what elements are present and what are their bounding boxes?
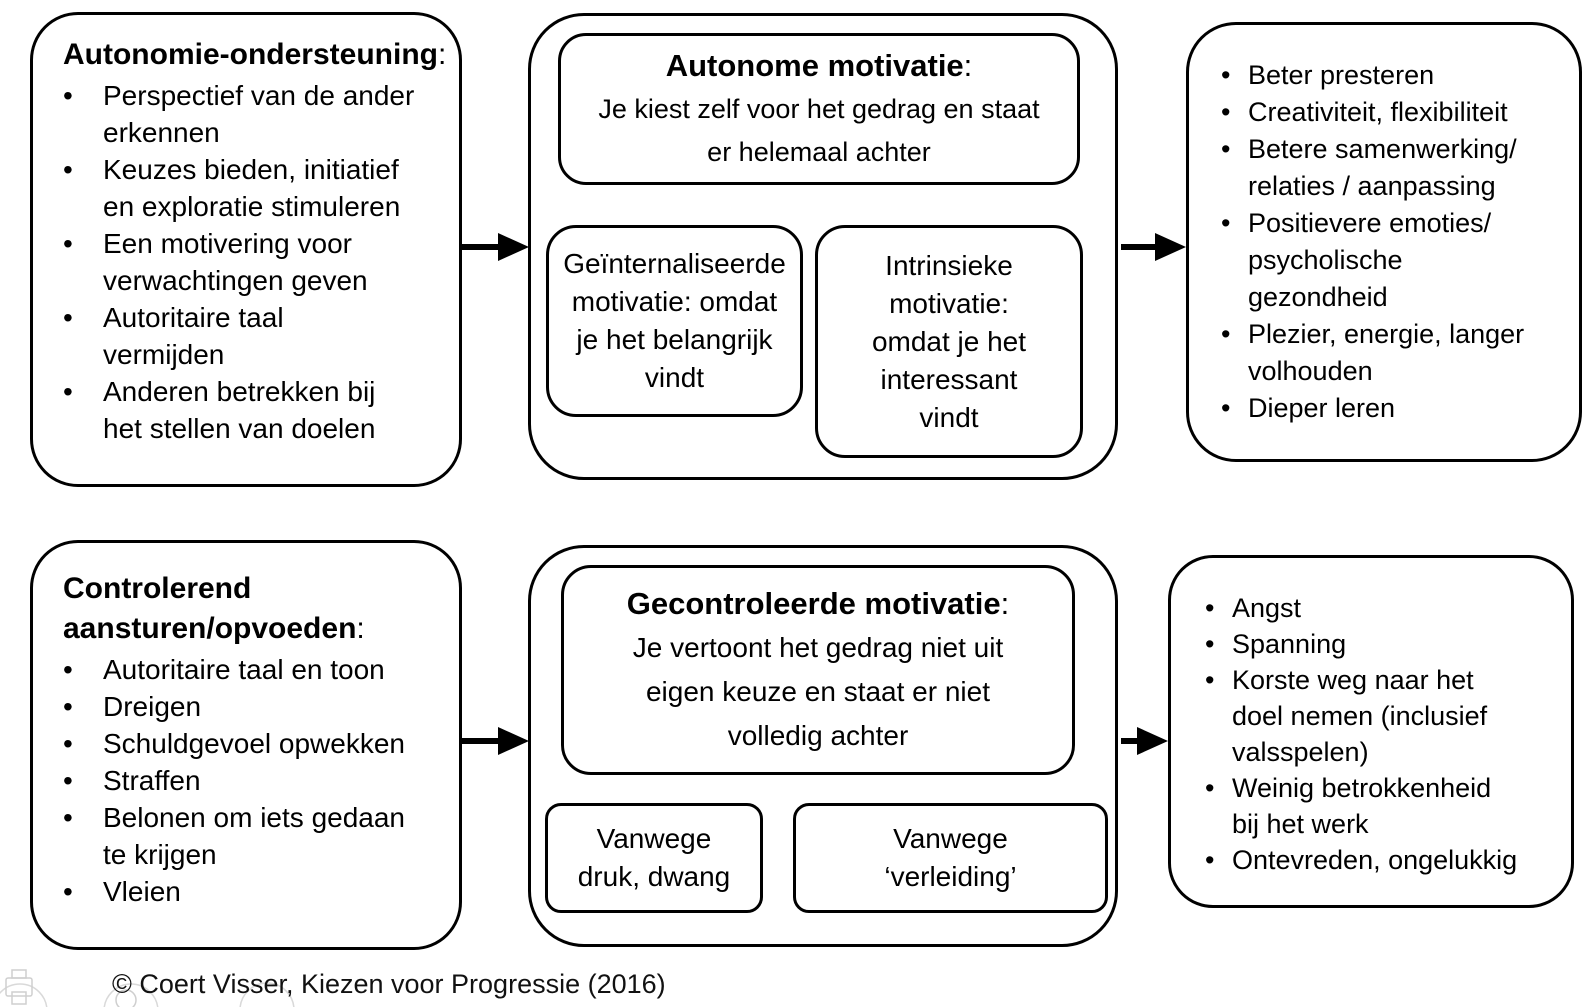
controlled-motivation-header: Gecontroleerde motivatie: Je vertoont he… xyxy=(561,565,1075,775)
autonomous-motivation-header: Autonome motivatie: Je kiest zelf voor h… xyxy=(558,33,1080,185)
bullet-icon: • xyxy=(63,802,73,833)
list-item: •Weinig betrokkenheid bij het werk xyxy=(1205,770,1565,842)
list-item: •Vleien xyxy=(63,873,451,910)
bullet-icon: • xyxy=(1221,393,1231,423)
list-item: •Angst xyxy=(1205,590,1565,626)
list-item: •Creativiteit, flexibiliteit xyxy=(1221,94,1573,131)
bullet-icon: • xyxy=(63,691,73,722)
list-item: •Spanning xyxy=(1205,626,1565,662)
bullet-icon: • xyxy=(63,876,73,907)
positive-outcomes-box: •Beter presteren •Creativiteit, flexibil… xyxy=(1186,22,1582,462)
bullet-icon: • xyxy=(63,80,73,111)
list-item: •Belonen om iets gedaan te krijgen xyxy=(63,799,451,873)
autonomous-motivation-title: Autonome motivatie: xyxy=(665,48,973,83)
list-item: •Betere samenwerking/ relaties / aanpass… xyxy=(1221,131,1573,205)
autonomy-support-title: Autonomie-ondersteuning: xyxy=(63,38,447,71)
list-item: •Perspectief van de ander erkennen xyxy=(63,77,451,151)
internalized-motivation-box: Geïnternaliseerde motivatie: omdat je he… xyxy=(546,225,803,417)
bullet-icon: • xyxy=(63,302,73,333)
bullet-icon: • xyxy=(1205,593,1215,623)
arrow-controlled-motivation-to-outcomes xyxy=(1121,727,1168,755)
pressure-coercion-box: Vanwege druk, dwang xyxy=(545,803,763,913)
negative-outcomes-box: •Angst •Spanning •Korste weg naar het do… xyxy=(1168,555,1574,908)
list-item: •Korste weg naar het doel nemen (inclusi… xyxy=(1205,662,1565,770)
list-item: •Ontevreden, ongelukkig xyxy=(1205,842,1565,878)
controlled-motivation-title: Gecontroleerde motivatie: xyxy=(626,586,1010,621)
list-item: •Dieper leren xyxy=(1221,390,1573,427)
bullet-icon: • xyxy=(63,376,73,407)
list-item: •Een motivering voor verwachtingen geven xyxy=(63,225,451,299)
list-item: •Straffen xyxy=(63,762,451,799)
arrow-controlling-to-controlled-motivation xyxy=(460,727,529,755)
bullet-icon: • xyxy=(1205,629,1215,659)
autonomy-support-box: Autonomie-ondersteuning: •Perspectief va… xyxy=(30,12,462,487)
controlled-motivation-container: Gecontroleerde motivatie: Je vertoont he… xyxy=(528,545,1118,947)
list-item: •Schuldgevoel opwekken xyxy=(63,725,451,762)
bullet-icon: • xyxy=(63,654,73,685)
bullet-icon: • xyxy=(1221,319,1231,349)
bullet-icon: • xyxy=(1221,208,1231,238)
autonomous-motivation-description: Je kiest zelf voor het gedrag en staat e… xyxy=(598,94,1040,167)
list-item: •Anderen betrekken bij het stellen van d… xyxy=(63,373,451,447)
bullet-icon: • xyxy=(1221,60,1231,90)
arrow-autonomous-motivation-to-outcomes xyxy=(1121,233,1186,261)
controlling-steering-title: Controlerend aansturen/opvoeden: xyxy=(63,572,365,645)
temptation-box: Vanwege ‘verleiding’ xyxy=(793,803,1108,913)
bullet-icon: • xyxy=(63,154,73,185)
arrow-autonomy-support-to-autonomous-motivation xyxy=(460,233,529,261)
autonomous-motivation-container: Autonome motivatie: Je kiest zelf voor h… xyxy=(528,13,1118,480)
list-item: •Positievere emoties/ psycholische gezon… xyxy=(1221,205,1573,316)
list-item: •Plezier, energie, langer volhouden xyxy=(1221,316,1573,390)
bullet-icon: • xyxy=(1205,773,1215,803)
list-item: •Autoritaire taal vermijden xyxy=(63,299,451,373)
bullet-icon: • xyxy=(1221,134,1231,164)
bullet-icon: • xyxy=(63,228,73,259)
list-item: •Autoritaire taal en toon xyxy=(63,651,451,688)
bullet-icon: • xyxy=(63,728,73,759)
list-item: •Dreigen xyxy=(63,688,451,725)
bullet-icon: • xyxy=(1221,97,1231,127)
bullet-icon: • xyxy=(1205,845,1215,875)
bullet-icon: • xyxy=(63,765,73,796)
print-button[interactable] xyxy=(0,969,48,1007)
list-item: •Beter presteren xyxy=(1221,57,1573,94)
copyright-credit: © Coert Visser, Kiezen voor Progressie (… xyxy=(112,969,666,999)
bullet-icon: • xyxy=(1205,665,1215,695)
controlled-motivation-description: Je vertoont het gedrag niet uit eigen ke… xyxy=(632,632,1004,751)
controlling-steering-box: Controlerend aansturen/opvoeden: •Autori… xyxy=(30,540,462,950)
list-item: •Keuzes bieden, initiatief en exploratie… xyxy=(63,151,451,225)
intrinsic-motivation-box: Intrinsieke motivatie: omdat je het inte… xyxy=(815,225,1083,458)
